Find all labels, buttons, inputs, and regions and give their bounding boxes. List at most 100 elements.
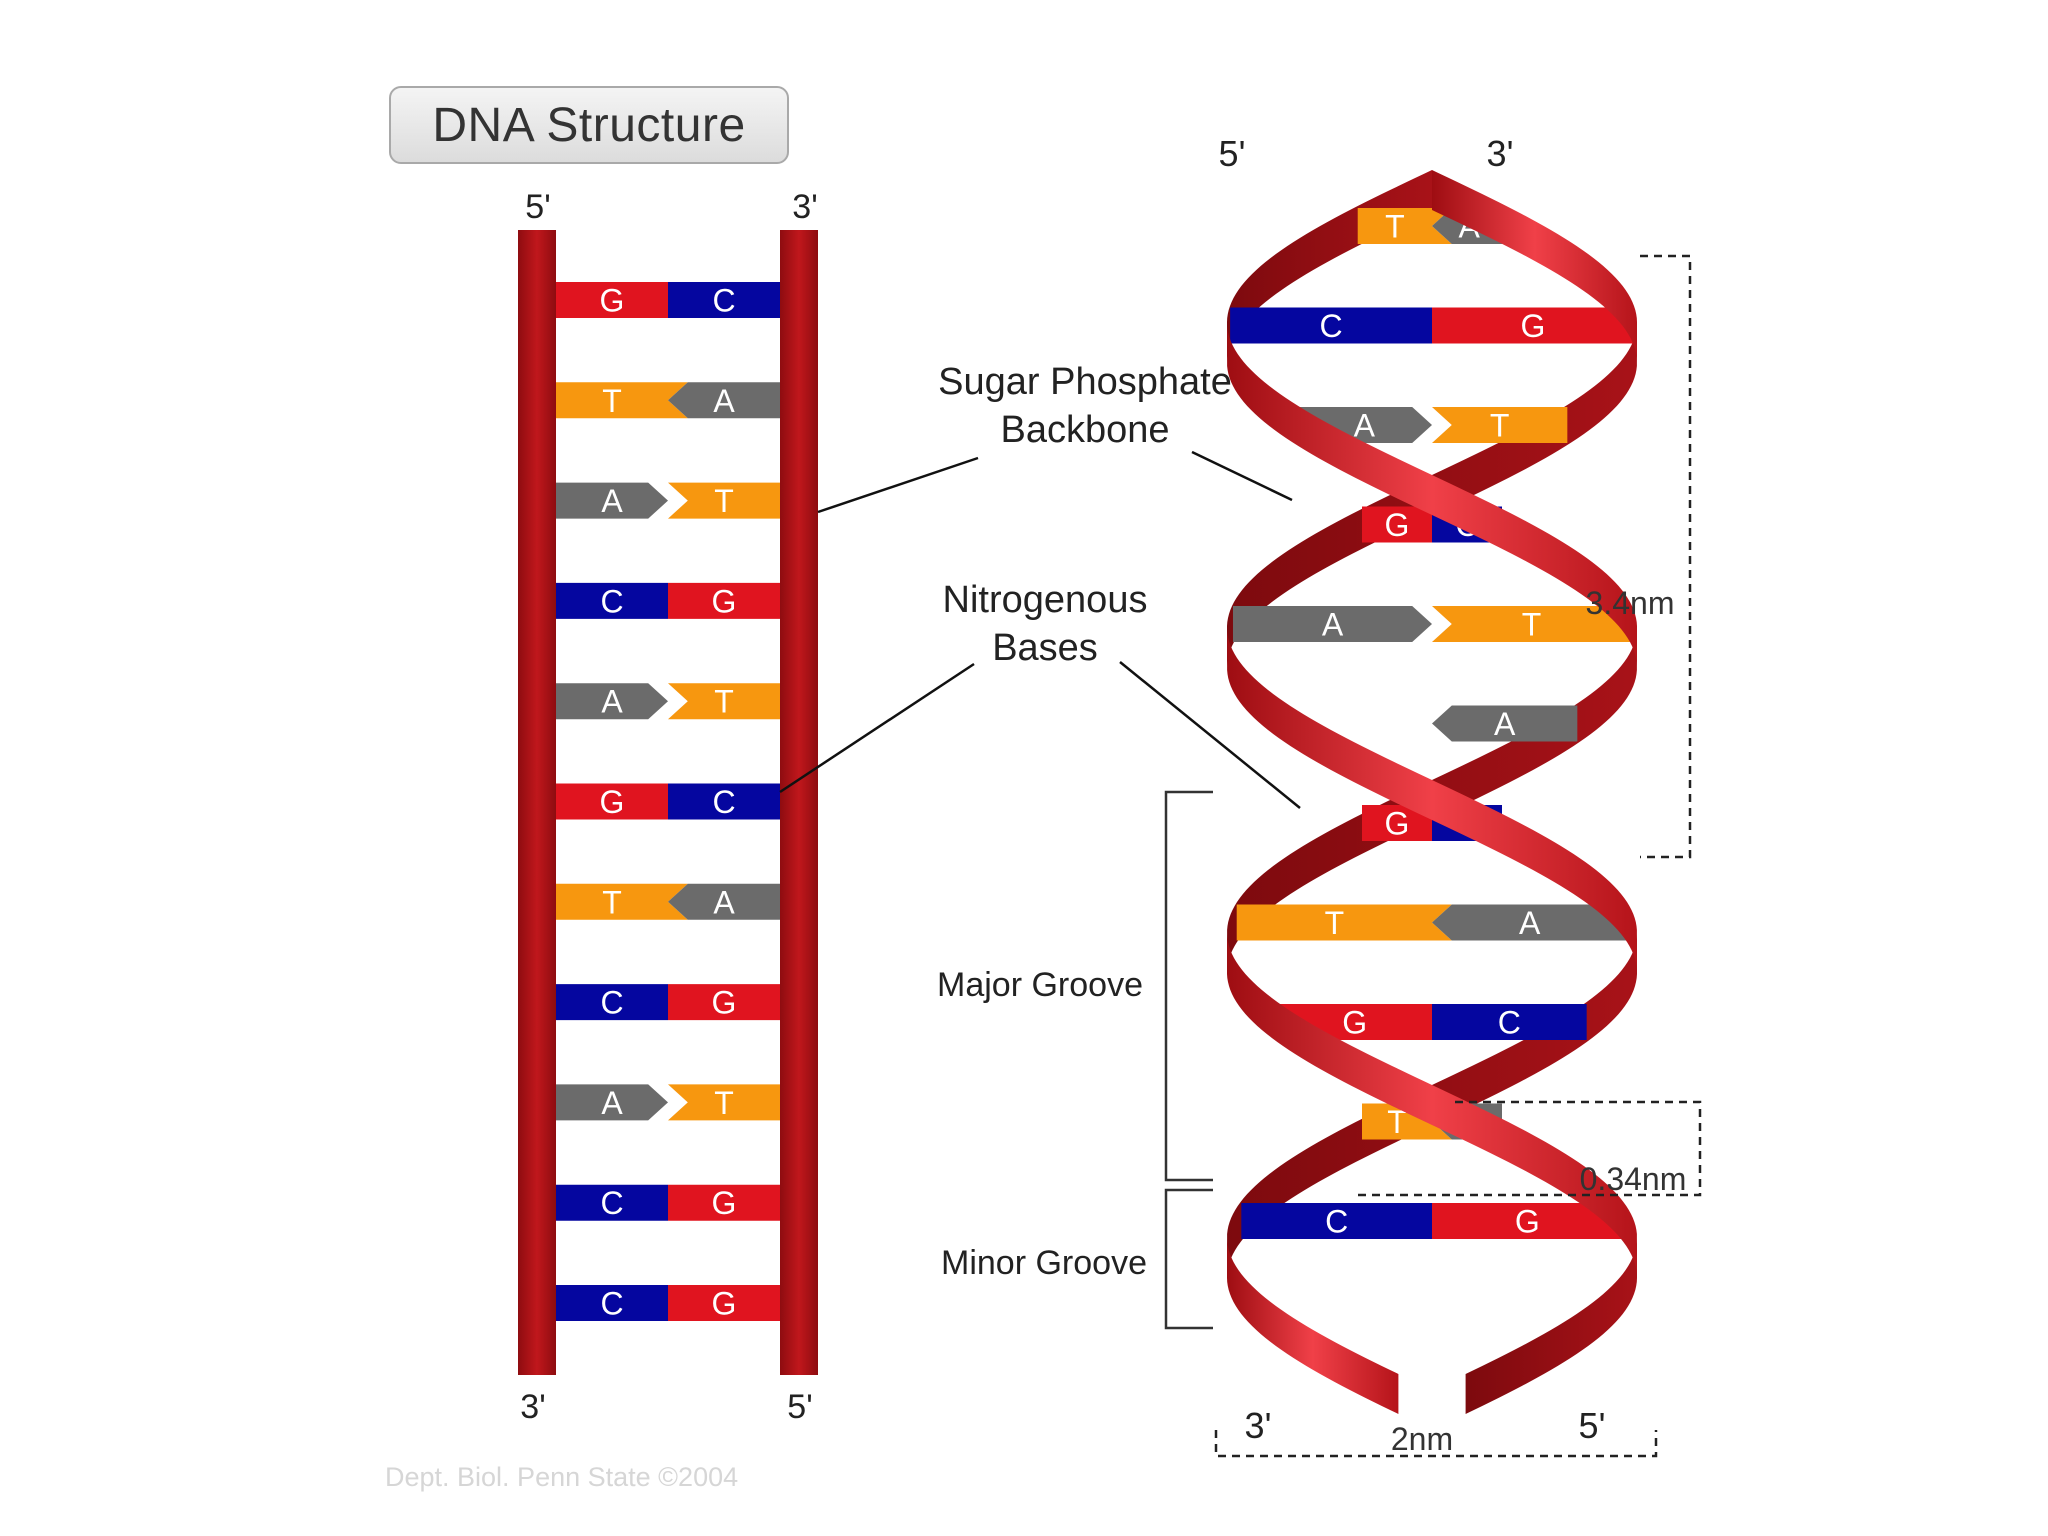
- helix-pair-4-left-G-base: [1362, 506, 1432, 543]
- ladder-pair-7-left-letter: T: [602, 884, 622, 920]
- ladder-pair-7-right-A-base: [668, 883, 780, 920]
- bases-label-line1: Nitrogenous: [943, 579, 1148, 621]
- ladder-pair-7-left-T-base: [556, 883, 688, 920]
- ladder-pair-5-left-letter: A: [601, 684, 623, 720]
- helix-pair-7-left-letter: G: [1385, 806, 1410, 842]
- pitch-dimension: [1640, 254, 1692, 859]
- ladder-left-backbone: [518, 230, 556, 1375]
- major-groove-bracket: [1164, 790, 1213, 1182]
- ladder-pair-10-left-letter: C: [600, 1185, 623, 1221]
- ladder-pair-11-left-C-base: [556, 1285, 668, 1321]
- ladder-pair-11-left-letter: C: [600, 1286, 623, 1322]
- ladder-pair-8-left-letter: C: [600, 985, 623, 1021]
- helix-pair-3-right-T-base: [1432, 407, 1568, 443]
- helix-pair-9-right-C-base: [1432, 1004, 1587, 1040]
- width-dimension: [1214, 1430, 1658, 1458]
- helix-strand-b-front: [1432, 170, 1637, 362]
- helix-pair-3-left-letter: A: [1354, 408, 1376, 444]
- ladder-pair-2-right-A-base: [668, 382, 780, 419]
- helix-pair-5-left-A-base: [1232, 606, 1432, 642]
- ladder-pair-10-right-letter: G: [712, 1185, 737, 1221]
- minor-groove-bracket: [1164, 1188, 1213, 1330]
- helix-strand-a-front: [1227, 326, 1637, 666]
- ladder-pair-1-right-letter: C: [712, 283, 735, 319]
- ladder-pair-3-right-letter: T: [714, 483, 734, 519]
- helix-pair-7-left-G-base: [1362, 805, 1432, 841]
- ladder-pair-3-left-letter: A: [601, 483, 623, 519]
- ladder-pair-4-right-letter: G: [712, 583, 737, 619]
- helix-pair-10-left-letter: T: [1387, 1104, 1407, 1140]
- ladder-pair-4-left-letter: C: [600, 583, 623, 619]
- ladder-pair-6-left-letter: G: [600, 784, 625, 820]
- helix-strand-a-front: [1227, 934, 1637, 1274]
- width-label: 2nm: [1391, 1421, 1453, 1457]
- ladder-pair-9-left-letter: A: [601, 1085, 623, 1121]
- ladder-pair-6-right-letter: C: [712, 784, 735, 820]
- helix-strand-a-back: [1465, 1238, 1637, 1414]
- helix-top-right-label: 3': [1487, 133, 1514, 174]
- ladder-pair-9-right-letter: T: [714, 1085, 734, 1121]
- helix-pair-5-right-letter: T: [1522, 607, 1542, 643]
- helix-front-strand: [1227, 170, 1637, 1414]
- helix-pair-8-left-letter: T: [1325, 905, 1345, 941]
- ladder-pair-11-right-letter: G: [712, 1286, 737, 1322]
- ladder-pair-2-left-letter: T: [602, 383, 622, 419]
- ladder-pair-9-right-T-base: [668, 1084, 780, 1121]
- ladder-pair-8-left-C-base: [556, 984, 668, 1021]
- helix-pair-11-right-G-base: [1432, 1203, 1623, 1239]
- helix-pair-8-right-letter: A: [1519, 905, 1541, 941]
- helix-pair-1-left-T-base: [1357, 208, 1452, 244]
- ladder-pair-5-right-T-base: [668, 683, 780, 720]
- backbone-label-line2: Backbone: [1000, 409, 1169, 451]
- backbone-leader-left: [817, 456, 979, 514]
- ladder-top-right-label: 3': [792, 188, 817, 226]
- ladder-pair-1-left-letter: G: [600, 283, 625, 319]
- ladder-pair-2-left-T-base: [556, 382, 688, 419]
- bases-leader-left: [779, 662, 975, 794]
- ladder-pair-8-right-letter: G: [712, 985, 737, 1021]
- ladder-pair-3-left-A-base: [556, 482, 668, 519]
- helix-top-left-label: 5': [1219, 133, 1246, 174]
- rise-dimension: [1355, 1100, 1702, 1197]
- helix-pair-5-right-T-base: [1432, 606, 1632, 642]
- ladder-pair-10-left-C-base: [556, 1184, 668, 1221]
- ladder-pair-5-right-letter: T: [714, 684, 734, 720]
- ladder-pair-6-left-G-base: [556, 783, 668, 820]
- helix-bottom-left-label: 3': [1245, 1405, 1272, 1446]
- helix-pair-6-right-letter: A: [1494, 706, 1516, 742]
- helix-pair-2-right-G-base: [1432, 307, 1634, 344]
- helix-pair-6-right-A-base: [1432, 705, 1578, 742]
- ladder-pair-1-right-C-base: [668, 282, 780, 318]
- ladder-pair-5-left-A-base: [556, 683, 668, 720]
- bases-label-line2: Bases: [992, 627, 1098, 669]
- ladder-pair-1-left-G-base: [556, 282, 668, 318]
- helix-pair-9-left-letter: G: [1342, 1005, 1367, 1041]
- ladder-pair-6-right-C-base: [668, 783, 780, 820]
- dna-double-helix: TACGATGCATAGCTAGCTACG 5' 3' 3' 5': [1219, 133, 1637, 1446]
- helix-pair-8-right-A-base: [1432, 904, 1628, 941]
- ladder-pair-10-right-G-base: [668, 1184, 780, 1221]
- ladder-bottom-left-label: 3': [520, 1388, 545, 1426]
- helix-pair-2-right-letter: G: [1520, 308, 1545, 344]
- ladder-pair-4-left-C-base: [556, 582, 668, 619]
- helix-pair-2-left-letter: C: [1320, 308, 1343, 344]
- ladder-pair-4-right-G-base: [668, 582, 780, 619]
- rise-label: 0.34nm: [1580, 1161, 1687, 1197]
- helix-strand-b-front: [1227, 630, 1637, 970]
- ladder-pair-3-right-T-base: [668, 482, 780, 519]
- helix-pair-11-left-C-base: [1241, 1203, 1432, 1239]
- ladder-right-backbone: [780, 230, 818, 1375]
- helix-pair-5-left-letter: A: [1322, 607, 1344, 643]
- ladder-pair-11-right-G-base: [668, 1285, 780, 1321]
- ladder-pair-9-left-A-base: [556, 1084, 668, 1121]
- bases-leader-right: [1119, 661, 1301, 809]
- pitch-label: 3.4nm: [1586, 585, 1675, 621]
- credit-text: Dept. Biol. Penn State ©2004: [385, 1462, 739, 1492]
- helix-pair-4-left-letter: G: [1385, 507, 1410, 543]
- helix-pair-2-left-C-base: [1230, 307, 1432, 344]
- ladder-pair-8-right-G-base: [668, 984, 780, 1021]
- backbone-label-line1: Sugar Phosphate: [938, 361, 1232, 403]
